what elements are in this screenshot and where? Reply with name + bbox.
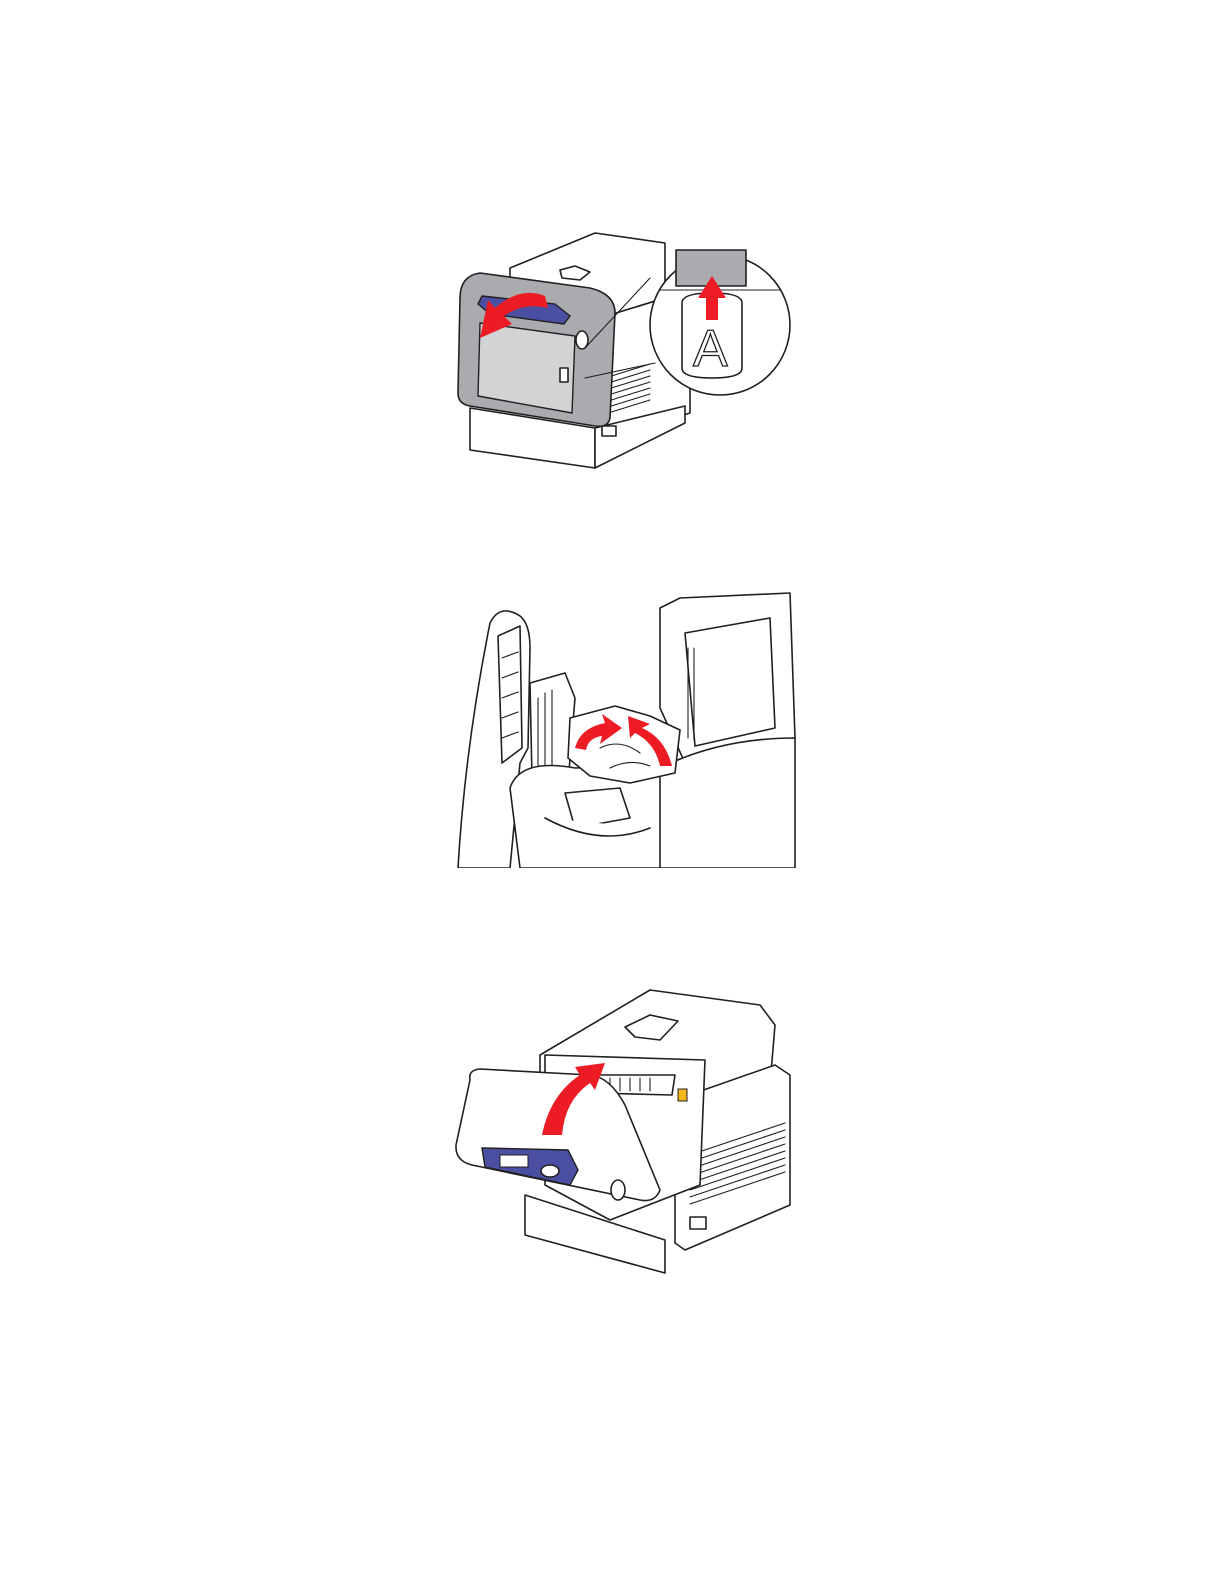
tray-handle — [690, 1217, 706, 1229]
figure-remove-jammed-paper — [450, 588, 800, 868]
printer-body-right — [660, 738, 795, 868]
top-cover-inner — [685, 618, 775, 746]
figure-close-front-door — [450, 985, 800, 1275]
latch-letter-label: A — [693, 320, 728, 378]
tray-handle — [602, 426, 616, 436]
printer-illustration-2 — [450, 588, 800, 868]
control-panel — [482, 1148, 578, 1185]
release-latch — [678, 1089, 687, 1101]
figure-open-front-door: A — [450, 228, 800, 473]
printer-illustration-3 — [450, 985, 800, 1275]
printer-illustration-1: A — [450, 228, 800, 473]
door-latch — [560, 368, 568, 382]
door-button — [611, 1180, 625, 1200]
nav-buttons — [541, 1165, 559, 1177]
lcd-display — [500, 1155, 528, 1167]
